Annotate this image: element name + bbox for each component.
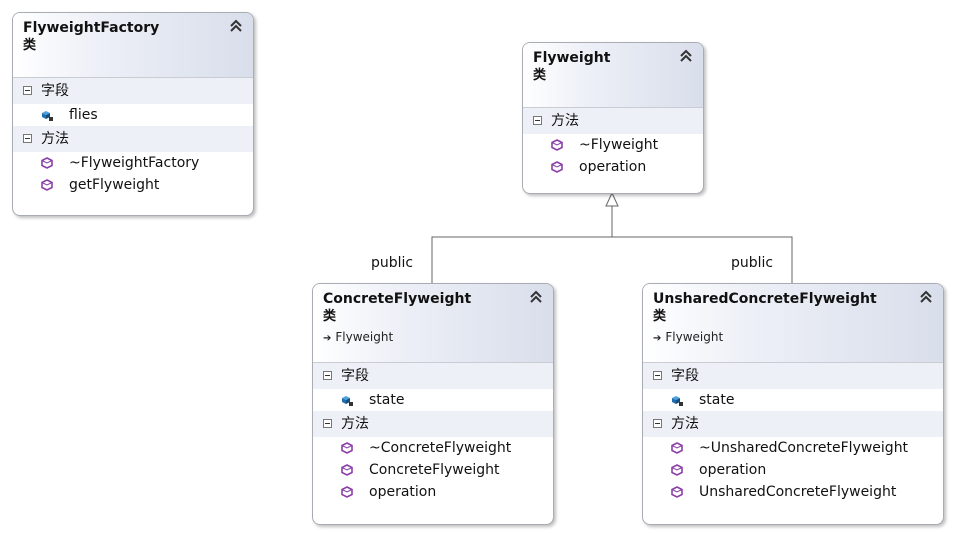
collapse-toggle-icon[interactable] [653, 419, 662, 428]
method-icon [551, 139, 563, 151]
field-item[interactable]: flies [13, 104, 253, 126]
section-label: 字段 [341, 368, 369, 384]
class-box-flyweight-factory[interactable]: FlyweightFactory 类 字段 flies 方法 ~Flyweigh… [12, 12, 254, 216]
section-label: 方法 [41, 131, 69, 147]
method-icon [341, 464, 353, 476]
method-name: operation [369, 484, 437, 500]
method-icon [41, 179, 53, 191]
method-icon [551, 161, 563, 173]
section-label: 方法 [671, 416, 699, 432]
fields-section-header[interactable]: 字段 [313, 363, 553, 389]
method-name: ~ConcreteFlyweight [369, 440, 512, 456]
method-name: ConcreteFlyweight [369, 462, 500, 478]
fields-section-header[interactable]: 字段 [643, 363, 943, 389]
class-title: UnsharedConcreteFlyweight [653, 291, 877, 307]
method-name: operation [579, 159, 647, 175]
base-class-name: Flyweight [665, 330, 724, 344]
base-class-name: Flyweight [335, 330, 394, 344]
section-label: 字段 [41, 83, 69, 99]
method-name: operation [699, 462, 767, 478]
method-icon [341, 486, 353, 498]
method-item[interactable]: UnsharedConcreteFlyweight [643, 481, 943, 503]
field-name: state [369, 392, 405, 408]
edge-unshared [612, 236, 793, 285]
method-name: UnsharedConcreteFlyweight [699, 484, 897, 500]
field-item[interactable]: state [643, 389, 943, 411]
class-kind: 类 [533, 68, 547, 83]
methods-section-header[interactable]: 方法 [523, 108, 703, 134]
field-name: state [699, 392, 735, 408]
methods-section-header[interactable]: 方法 [643, 411, 943, 437]
class-title: ConcreteFlyweight [323, 291, 472, 307]
field-item[interactable]: state [313, 389, 553, 411]
class-box-unshared-concrete-flyweight[interactable]: UnsharedConcreteFlyweight 类 ➔Flyweight 字… [642, 283, 944, 525]
method-item[interactable]: getFlyweight [13, 174, 253, 196]
field-icon [672, 396, 683, 406]
method-item[interactable]: ~Flyweight [523, 134, 703, 156]
method-item[interactable]: operation [643, 459, 943, 481]
method-name: ~Flyweight [579, 137, 659, 153]
method-item[interactable]: ConcreteFlyweight [313, 459, 553, 481]
section-label: 字段 [671, 368, 699, 384]
double-chevron-up-icon[interactable] [679, 49, 693, 63]
method-icon [341, 442, 353, 454]
method-icon [671, 442, 683, 454]
edge-concrete [431, 236, 612, 285]
base-class: ➔Flyweight [653, 328, 933, 348]
class-kind: 类 [23, 38, 37, 53]
method-icon [671, 464, 683, 476]
method-item[interactable]: ~FlyweightFactory [13, 152, 253, 174]
inheritance-arrowhead-icon [605, 191, 619, 207]
collapse-toggle-icon[interactable] [323, 371, 332, 380]
method-name: getFlyweight [69, 177, 160, 193]
class-kind: 类 [653, 309, 667, 324]
edge-label-unshared: public [731, 255, 774, 271]
double-chevron-up-icon[interactable] [529, 290, 543, 304]
inherit-arrow-icon: ➔ [323, 333, 332, 344]
collapse-toggle-icon[interactable] [23, 86, 32, 95]
collapse-toggle-icon[interactable] [533, 116, 542, 125]
method-icon [41, 157, 53, 169]
collapse-toggle-icon[interactable] [653, 371, 662, 380]
edge-label-concrete: public [371, 255, 414, 271]
method-item[interactable]: operation [313, 481, 553, 503]
class-kind: 类 [323, 309, 337, 324]
double-chevron-up-icon[interactable] [919, 290, 933, 304]
methods-section-header[interactable]: 方法 [13, 126, 253, 152]
method-item[interactable]: ~UnsharedConcreteFlyweight [643, 437, 943, 459]
class-header: ConcreteFlyweight 类 ➔Flyweight [313, 284, 553, 363]
class-box-flyweight[interactable]: Flyweight 类 方法 ~Flyweight operation [522, 42, 704, 194]
methods-section-header[interactable]: 方法 [313, 411, 553, 437]
fields-section-header[interactable]: 字段 [13, 78, 253, 104]
collapse-toggle-icon[interactable] [323, 419, 332, 428]
field-name: flies [69, 107, 98, 123]
base-class: ➔Flyweight [323, 328, 543, 348]
section-label: 方法 [341, 416, 369, 432]
section-label: 方法 [551, 113, 579, 129]
field-icon [342, 396, 353, 406]
class-box-concrete-flyweight[interactable]: ConcreteFlyweight 类 ➔Flyweight 字段 state … [312, 283, 554, 525]
field-icon [42, 111, 53, 121]
method-item[interactable]: operation [523, 156, 703, 178]
class-header: UnsharedConcreteFlyweight 类 ➔Flyweight [643, 284, 943, 363]
class-header: Flyweight 类 [523, 43, 703, 108]
method-name: ~UnsharedConcreteFlyweight [699, 440, 909, 456]
inherit-arrow-icon: ➔ [653, 333, 662, 344]
method-name: ~FlyweightFactory [69, 155, 200, 171]
double-chevron-up-icon[interactable] [229, 19, 243, 33]
class-title: FlyweightFactory [23, 20, 160, 36]
collapse-toggle-icon[interactable] [23, 134, 32, 143]
method-icon [671, 486, 683, 498]
method-item[interactable]: ~ConcreteFlyweight [313, 437, 553, 459]
class-title: Flyweight [533, 50, 611, 66]
class-header: FlyweightFactory 类 [13, 13, 253, 78]
